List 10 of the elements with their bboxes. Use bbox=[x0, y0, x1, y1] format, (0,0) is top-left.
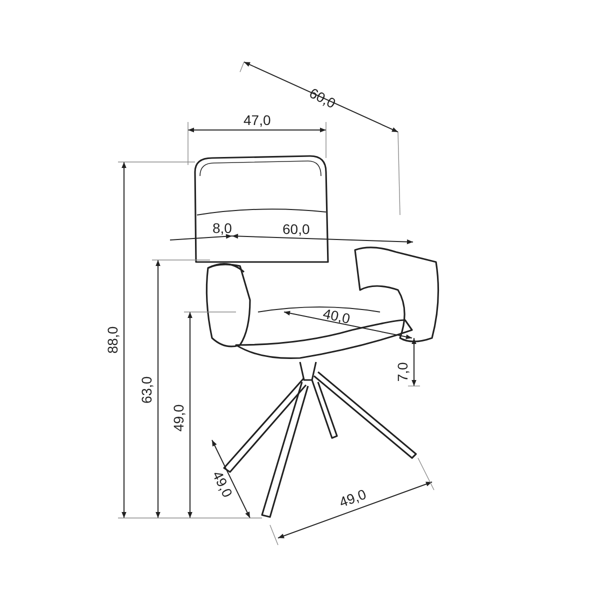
dimension-value: 49,0 bbox=[210, 468, 234, 500]
dimension-value: 49,0 bbox=[336, 486, 368, 510]
dimension-value: 60,0 bbox=[282, 222, 310, 236]
dimension-value: 88,0 bbox=[105, 326, 120, 354]
dimension-value: 63,0 bbox=[139, 376, 154, 404]
dimension-value: 7,0 bbox=[395, 362, 410, 382]
dimension-value: 47,0 bbox=[244, 113, 271, 127]
dimension-value: 49,0 bbox=[171, 404, 186, 432]
dimension-value: 40,0 bbox=[321, 306, 351, 326]
dimension-value: 8,0 bbox=[212, 221, 232, 235]
